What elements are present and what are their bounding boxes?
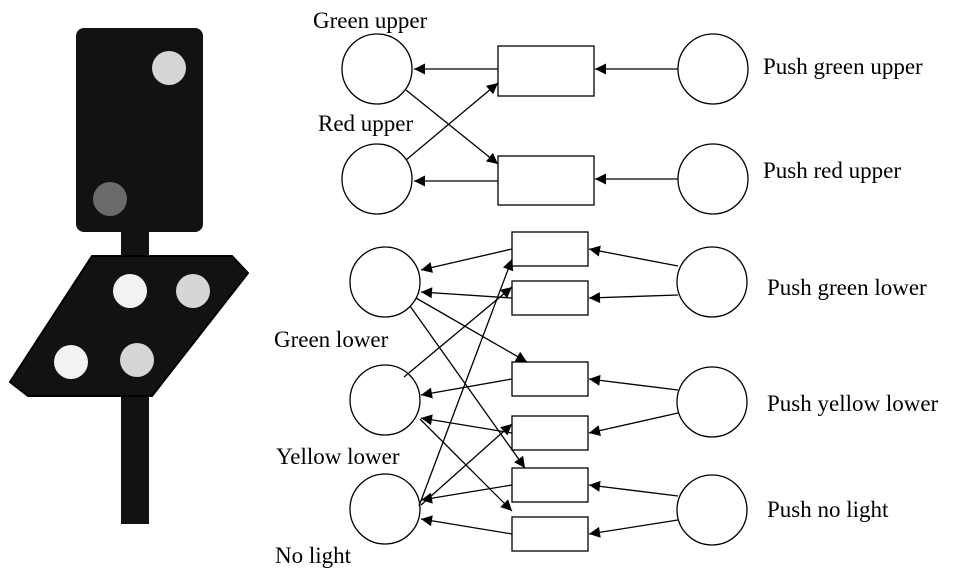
lower-lamp-3 xyxy=(54,345,88,379)
arc xyxy=(588,245,679,267)
transition-lower-3 xyxy=(511,361,589,397)
upper-net: Green upper Red upper Push green upper P… xyxy=(313,8,923,215)
transition-lower-5 xyxy=(511,467,589,503)
label-push-no-light: Push no light xyxy=(767,497,889,522)
signal-illustration xyxy=(8,28,250,524)
arc xyxy=(420,287,513,299)
arc xyxy=(588,374,679,391)
place-no-light xyxy=(349,473,421,545)
arc xyxy=(415,297,528,363)
label-green-upper: Green upper xyxy=(313,8,428,33)
lower-lamp-1 xyxy=(113,274,147,308)
label-yellow-lower: Yellow lower xyxy=(276,444,400,469)
transition-lower-2 xyxy=(511,280,589,316)
arc xyxy=(588,292,679,304)
label-push-red-upper: Push red upper xyxy=(763,158,901,183)
arc xyxy=(405,82,499,161)
transition-lower-4 xyxy=(511,415,589,451)
transition-lower-1 xyxy=(511,231,589,267)
label-green-lower: Green lower xyxy=(274,327,389,352)
arc xyxy=(420,423,513,506)
transition-upper-2 xyxy=(497,155,595,206)
arc xyxy=(405,89,499,165)
lower-lamp-4 xyxy=(120,343,154,377)
place-push-yellow-lower xyxy=(676,366,748,438)
label-push-green-upper: Push green upper xyxy=(763,54,923,79)
arc xyxy=(420,515,513,535)
label-red-upper: Red upper xyxy=(318,111,414,136)
upper-lamp-top xyxy=(152,51,186,85)
arc xyxy=(409,305,526,469)
arc xyxy=(420,248,513,273)
label-no-light: No light xyxy=(275,543,352,568)
arc xyxy=(588,412,679,436)
lower-net: Green lower Yellow lower No light Push g… xyxy=(274,231,939,568)
label-push-green-lower: Push green lower xyxy=(767,275,927,300)
place-push-red-upper xyxy=(677,143,749,215)
arc xyxy=(420,484,513,504)
arc xyxy=(420,414,513,434)
arc xyxy=(420,378,513,399)
place-green-lower xyxy=(349,246,421,318)
transition-upper-1 xyxy=(497,45,595,97)
arc xyxy=(418,258,514,507)
place-push-no-light xyxy=(676,474,748,546)
arc xyxy=(588,519,679,538)
lower-lamp-2 xyxy=(176,274,210,308)
arc xyxy=(588,480,679,497)
arc xyxy=(403,286,513,378)
place-push-green-upper xyxy=(677,33,749,105)
place-green-upper xyxy=(341,33,413,105)
label-push-yellow-lower: Push yellow lower xyxy=(767,391,939,416)
upper-lamp-bottom xyxy=(93,182,127,216)
place-push-green-lower xyxy=(676,246,748,318)
transition-lower-6 xyxy=(511,516,589,552)
place-yellow-lower xyxy=(349,364,421,436)
place-red-upper xyxy=(341,143,413,215)
